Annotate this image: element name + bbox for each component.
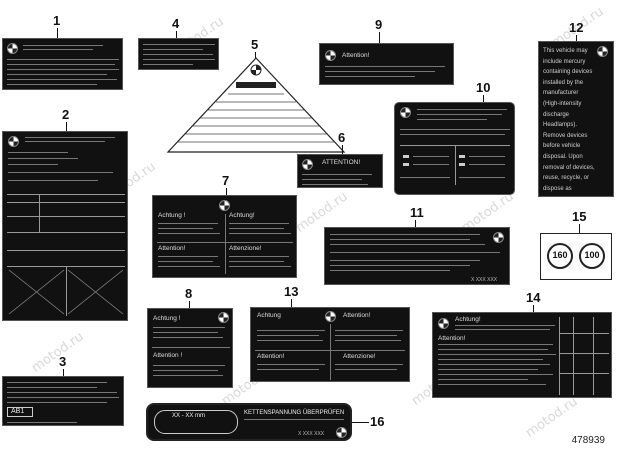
label-heading: Attenzione!: [229, 245, 262, 252]
label-16: XX - XX mm KETTENSPANNUNG ÜBERPRÜFEN X X…: [146, 403, 352, 441]
bmw-logo-icon: [219, 200, 230, 211]
bmw-logo-icon: [597, 46, 608, 57]
reference-number: 478939: [571, 435, 605, 446]
bmw-logo-icon: [336, 427, 347, 438]
leader-line: [415, 220, 416, 228]
watermark: motod.ru: [523, 394, 581, 441]
label-5: [166, 57, 346, 153]
label-heading: Achtung: [257, 312, 281, 319]
label-9: Attention!: [319, 43, 454, 85]
bmw-logo-icon: [8, 136, 19, 147]
callout-10: 10: [476, 80, 491, 95]
label-7: Achtung ! Achtung! Attention! Attenzione…: [152, 195, 297, 278]
leader-line: [291, 299, 292, 308]
label-heading: Attention!: [343, 312, 371, 319]
callout-13: 13: [284, 284, 299, 299]
callout-7: 7: [222, 173, 230, 188]
label-13: Achtung Attention! Attention! Attenzione…: [250, 307, 410, 382]
label-code: AB1: [11, 408, 25, 415]
leader-line: [189, 301, 190, 309]
label-2: [2, 131, 128, 321]
label-heading: Achtung !: [153, 315, 181, 322]
watermark: motod.ru: [29, 329, 87, 376]
bmw-logo-icon: [493, 232, 504, 243]
callout-1: 1: [53, 13, 61, 28]
label-heading: Attention!: [438, 335, 466, 342]
callout-5: 5: [251, 37, 259, 52]
label-3: AB1: [2, 376, 124, 426]
leader-line: [342, 145, 343, 155]
bmw-logo-icon: [438, 318, 449, 329]
part-code: X XXX XXX: [471, 277, 498, 283]
label-12-text: This vehicle may include mercury contain…: [543, 48, 595, 192]
bmw-logo-icon: [325, 50, 336, 61]
label-4: [138, 38, 219, 70]
bmw-logo-icon: [325, 311, 336, 322]
label-heading: Achtung!: [455, 316, 481, 323]
leader-line: [63, 369, 64, 377]
callout-6: 6: [338, 130, 346, 145]
leader-line: [379, 32, 380, 44]
label-15: 160 100: [540, 233, 612, 280]
callout-2: 2: [62, 107, 70, 122]
slack-range: XX - XX mm: [172, 413, 206, 419]
callout-15: 15: [572, 209, 587, 224]
leader-line: [176, 31, 177, 39]
label-heading: Attention!: [257, 353, 285, 360]
label-heading: Attention !: [153, 352, 183, 359]
callout-11: 11: [410, 205, 424, 220]
callout-12: 12: [569, 20, 584, 35]
label-heading: Attenzione!: [343, 353, 376, 360]
speed-limit-sign: 160: [547, 243, 573, 269]
leader-line: [255, 52, 256, 58]
label-heading: KETTENSPANNUNG ÜBERPRÜFEN: [244, 410, 345, 416]
label-heading: Attention!: [158, 245, 186, 252]
label-heading: Achtung!: [229, 212, 255, 219]
leader-line: [576, 35, 577, 42]
leader-line: [483, 95, 484, 103]
label-title: ATTENTION!: [322, 159, 361, 166]
label-6: ATTENTION!: [297, 154, 383, 188]
leader-line: [579, 224, 580, 234]
cross-diagram: [8, 269, 124, 315]
label-14: Achtung! Attention!: [432, 312, 612, 398]
label-title: Attention!: [342, 52, 370, 59]
label-heading: Achtung !: [158, 212, 186, 219]
label-11: X XXX XXX: [324, 227, 510, 285]
leader-line: [351, 422, 369, 423]
chain-diagram: [154, 410, 238, 434]
label-12: This vehicle may include mercury contain…: [538, 41, 614, 197]
bmw-logo-icon: [302, 159, 313, 170]
label-10: [394, 102, 515, 195]
leader-line: [226, 188, 227, 196]
callout-8: 8: [185, 286, 193, 301]
callout-4: 4: [172, 16, 180, 31]
callout-14: 14: [526, 290, 541, 305]
label-8: Achtung ! Attention !: [147, 308, 233, 388]
callout-16: 16: [370, 414, 385, 429]
callout-3: 3: [59, 354, 67, 369]
bmw-logo-icon: [218, 312, 229, 323]
leader-line: [533, 305, 534, 313]
speed-limit-sign: 100: [579, 243, 605, 269]
label-1: [2, 38, 123, 90]
bmw-logo-icon: [7, 43, 18, 54]
part-code: X XXX XXX: [298, 431, 325, 437]
bmw-logo-icon: [400, 107, 411, 118]
leader-line: [57, 28, 58, 38]
leader-line: [66, 122, 67, 132]
callout-9: 9: [375, 17, 383, 32]
code-box: AB1: [7, 407, 33, 417]
